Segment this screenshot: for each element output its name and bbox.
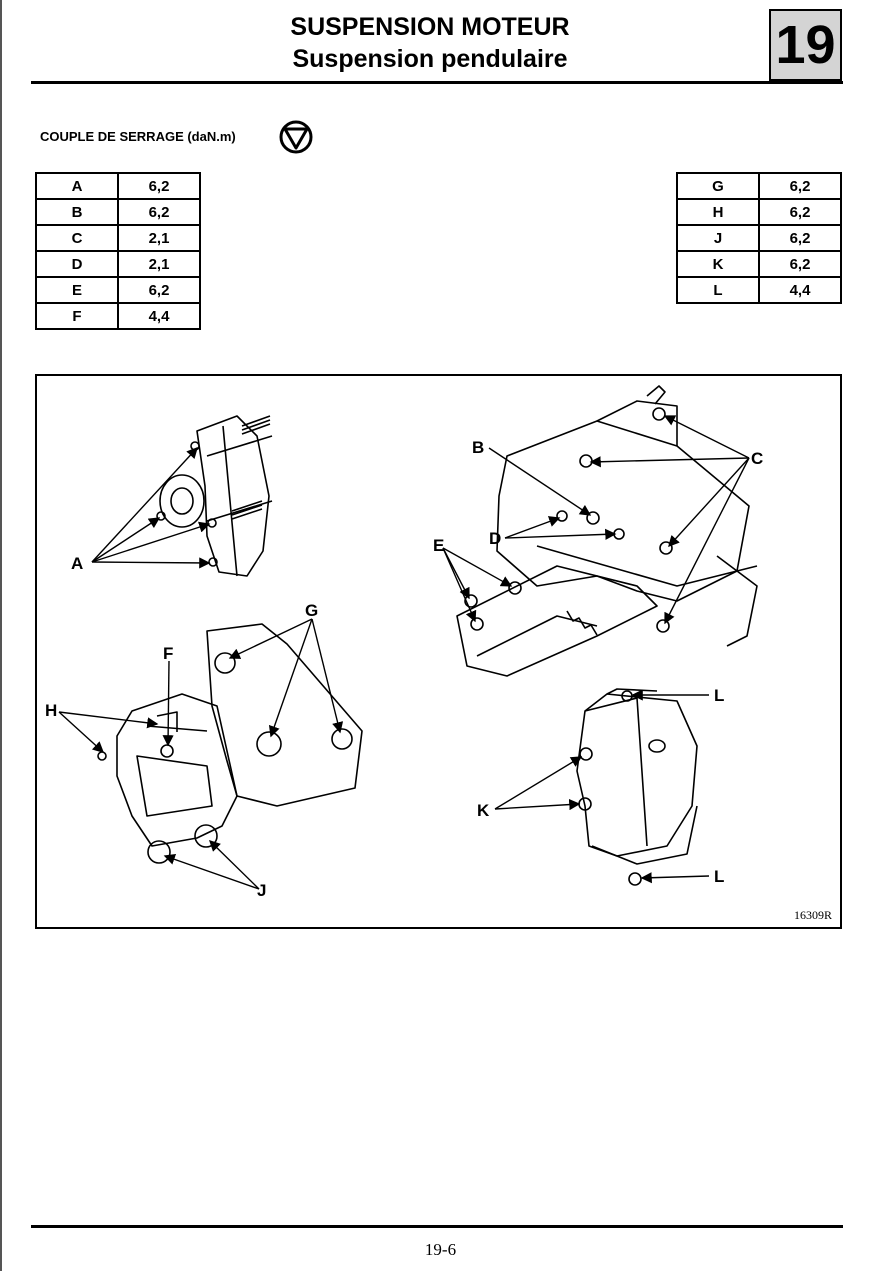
torque-label: COUPLE DE SERRAGE (daN.m) [40, 129, 236, 144]
callout-label-l-top: L [714, 686, 724, 705]
table-cell-key: G [676, 172, 760, 200]
callout-label-f: F [163, 644, 173, 663]
table-cell-value: 2,1 [117, 250, 201, 278]
callout-label-h: H [45, 701, 57, 720]
table-cell-value: 4,4 [758, 276, 842, 304]
engine-mount-assembly [97, 623, 363, 864]
table-cell-key: B [35, 198, 119, 226]
callout-label-e: E [433, 536, 444, 555]
table-cell-value: 2,1 [117, 224, 201, 252]
header-divider [31, 81, 843, 84]
page-header: SUSPENSION MOTEUR Suspension pendulaire [200, 12, 660, 74]
engine-mount-drawing: A B C D E F G H J K L L [45, 385, 763, 900]
table-cell-key: H [676, 198, 760, 226]
callout-label-l-bottom: L [714, 867, 724, 886]
table-cell-key: K [676, 250, 760, 278]
table-cell-key: E [35, 276, 119, 304]
page-title: SUSPENSION MOTEUR [290, 13, 570, 41]
gearbox-mount-assembly [576, 688, 698, 886]
callout-label-d: D [489, 529, 501, 548]
callout-label-b: B [472, 438, 484, 457]
table-cell-key: A [35, 172, 119, 200]
table-cell-key: D [35, 250, 119, 278]
figure-reference: 16309R [793, 908, 832, 922]
table-cell-value: 4,4 [117, 302, 201, 330]
table-cell-value: 6,2 [117, 198, 201, 226]
callout-label-c: C [751, 449, 763, 468]
callout-leaders [58, 415, 750, 890]
chapter-number-badge: 19 [769, 9, 842, 81]
callout-label-g: G [305, 601, 318, 620]
table-cell-value: 6,2 [758, 172, 842, 200]
torque-link-assembly [156, 415, 273, 577]
callout-label-k: K [477, 801, 490, 820]
page-number: 19-6 [424, 1240, 457, 1259]
table-cell-value: 6,2 [758, 198, 842, 226]
table-cell-key: C [35, 224, 119, 252]
table-cell-key: L [676, 276, 760, 304]
callout-label-j: J [257, 881, 266, 900]
engine-mount-figure: A B C D E F G H J K L L 16309R [35, 374, 842, 929]
table-cell-value: 6,2 [117, 172, 201, 200]
table-cell-value: 6,2 [758, 224, 842, 252]
callout-label-a: A [71, 554, 83, 573]
table-cell-value: 6,2 [117, 276, 201, 304]
table-cell-value: 6,2 [758, 250, 842, 278]
page-subtitle: Suspension pendulaire [292, 45, 568, 73]
table-cell-key: J [676, 224, 760, 252]
torque-wrench-icon [279, 120, 313, 159]
table-cell-key: F [35, 302, 119, 330]
page-left-edge [0, 0, 2, 1271]
footer-divider [31, 1225, 843, 1228]
